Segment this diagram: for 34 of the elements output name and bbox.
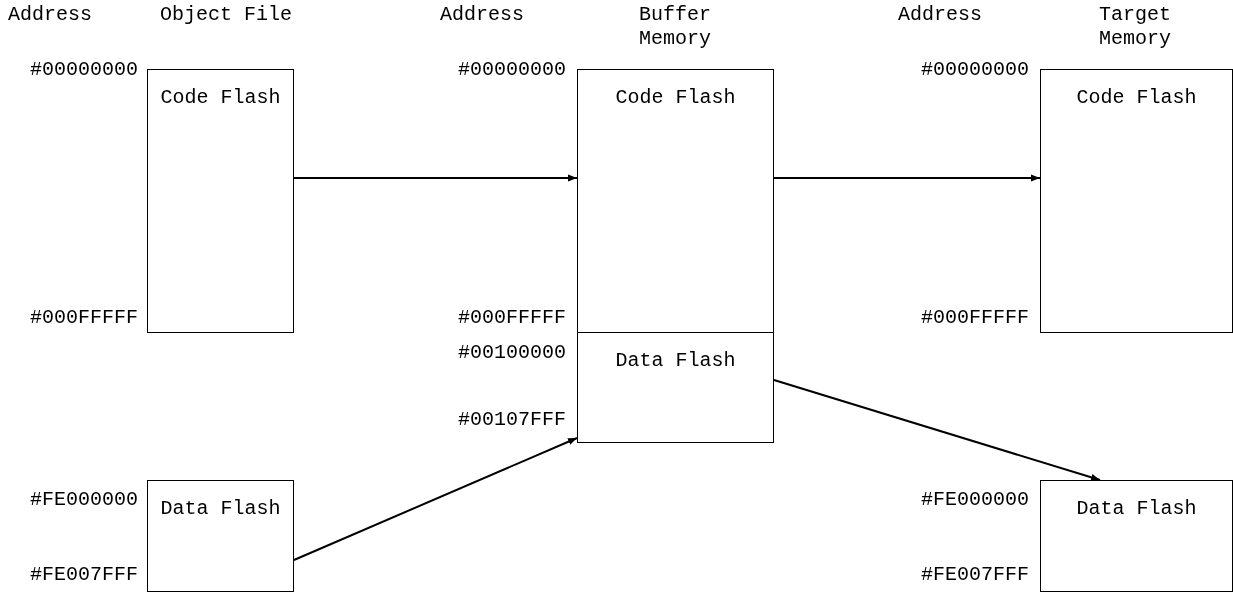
address-label: #000FFFFF [919,306,1029,330]
address-label: #FE007FFF [919,563,1029,587]
address-label: #FE007FFF [28,563,138,587]
memory-block [1040,69,1233,333]
address-label: #000FFFFF [28,306,138,330]
memory-block [1040,480,1233,592]
arrow [773,174,1041,182]
address-label: Target Memory [1098,3,1172,51]
address-label: Address [8,3,93,27]
address-label: #00107FFF [456,408,566,432]
memory-block [577,332,774,443]
address-label: #000FFFFF [456,306,566,330]
memory-block [147,69,294,333]
address-label: #00000000 [919,58,1029,82]
block-label: Code Flash [1076,86,1197,110]
block-label: Code Flash [615,86,736,110]
address-label: #FE000000 [28,488,138,512]
block-label: Data Flash [615,349,736,373]
address-label: Object File [160,3,294,27]
memory-block [147,480,294,592]
block-label: Data Flash [1076,497,1197,521]
arrow [293,437,578,561]
address-label: Address [440,3,525,27]
address-label: #00100000 [456,341,566,365]
block-label: Data Flash [160,497,281,521]
address-label: #FE000000 [919,488,1029,512]
memory-block [577,69,774,333]
arrow [773,379,1101,481]
address-label: #00000000 [456,58,566,82]
address-label: Buffer Memory [638,3,712,51]
arrow [293,174,578,182]
address-label: #00000000 [28,58,138,82]
address-label: Address [898,3,983,27]
block-label: Code Flash [160,86,281,110]
